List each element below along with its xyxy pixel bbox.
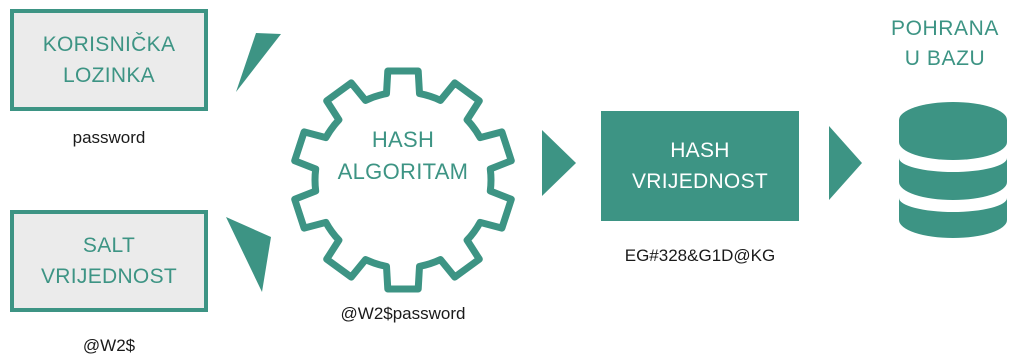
arrow-down-right-shape xyxy=(226,217,271,292)
arrow-right-icon xyxy=(542,130,576,196)
database-disk-top xyxy=(899,102,1007,160)
gear-icon xyxy=(291,67,515,293)
arrow-up-right-icon xyxy=(236,33,281,92)
storage-title-line1: POHRANA xyxy=(890,17,1000,40)
password-box: KORISNIČKA LOZINKA xyxy=(10,9,208,111)
salt-box: SALT VRIJEDNOST xyxy=(10,210,208,312)
hash-algorithm-line1: HASH xyxy=(371,127,435,152)
hash-value-line2: VRIJEDNOST xyxy=(631,170,768,193)
hash-algorithm-label: HASH ALGORITAM xyxy=(313,124,493,188)
storage-title-line2: U BAZU xyxy=(904,47,986,70)
salt-caption: @W2$ xyxy=(82,336,136,355)
database-disk-bottom xyxy=(899,198,1007,238)
arrow-down-right-icon xyxy=(226,217,271,292)
arrow-up-right-shape xyxy=(236,33,281,92)
password-box-line2: LOZINKA xyxy=(63,64,155,87)
password-box-line1: KORISNIČKA xyxy=(42,33,176,56)
hash-value-box: HASH VRIJEDNOST xyxy=(601,111,799,221)
storage-title: POHRANA U BAZU xyxy=(880,14,1010,74)
database-disk-middle xyxy=(899,158,1007,200)
database-icon xyxy=(899,102,1007,238)
hash-algorithm-caption: @W2$password xyxy=(340,304,466,323)
arrow-right-shape-1 xyxy=(542,130,576,196)
hash-value-caption: EG#328&G1D@KG xyxy=(624,246,776,265)
salt-box-line1: SALT xyxy=(82,234,136,257)
arrow-right-icon xyxy=(829,126,862,200)
arrow-right-shape-2 xyxy=(829,126,862,200)
salt-box-line2: VRIJEDNOST xyxy=(40,265,177,288)
hash-value-line1: HASH xyxy=(670,139,730,162)
hash-algorithm-line2: ALGORITAM xyxy=(337,159,469,184)
gear-outline xyxy=(291,67,515,293)
password-caption: password xyxy=(72,128,146,147)
